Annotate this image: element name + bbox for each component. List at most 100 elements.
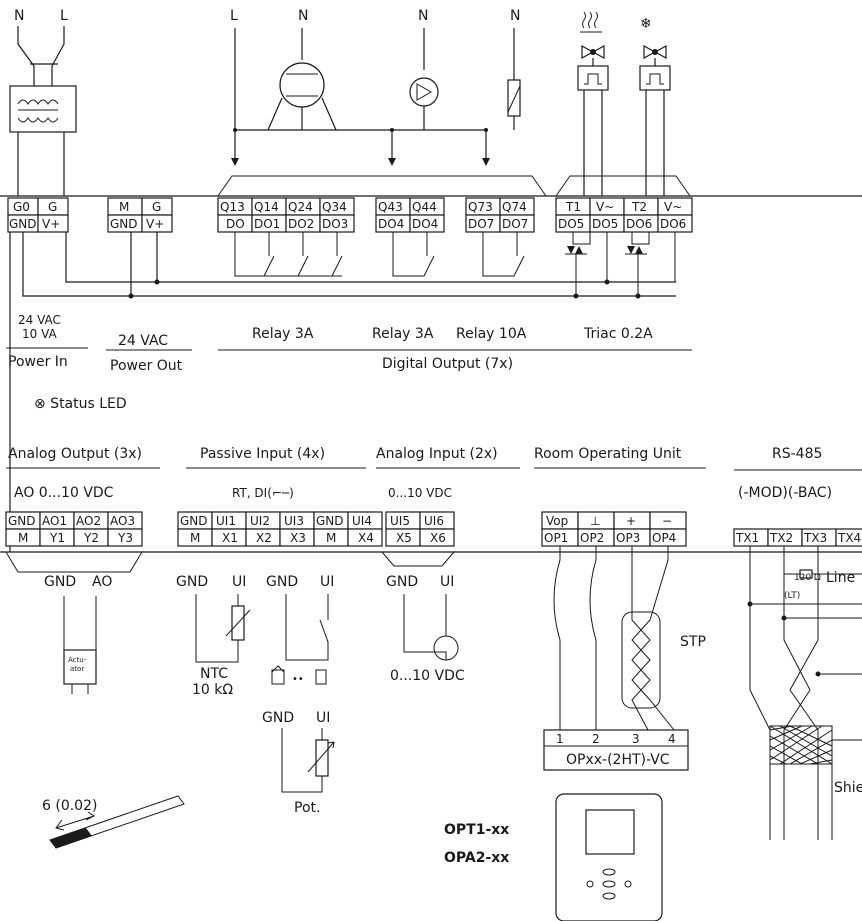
svg-text:DO6: DO6 <box>626 217 652 231</box>
svg-text:V~: V~ <box>664 200 682 214</box>
load-wiring <box>231 28 521 166</box>
power-in-spec2: 10 VA <box>22 327 58 341</box>
analog-output-title: Analog Output (3x) <box>8 446 142 462</box>
wire-strip-icon <box>49 795 185 849</box>
svg-text:Q14: Q14 <box>254 200 279 214</box>
pi-ui1: UI <box>232 574 246 590</box>
svg-text:TX3: TX3 <box>803 531 827 545</box>
supply-n: N <box>14 8 24 24</box>
svg-text:X6: X6 <box>430 531 446 545</box>
product-opt1: OPT1-xx <box>444 822 509 838</box>
svg-text:Y1: Y1 <box>49 531 65 545</box>
power-in-spec1: 24 VAC <box>18 313 61 327</box>
svg-text:4: 4 <box>668 732 676 746</box>
analog-input-spec: 0...10 VDC <box>388 486 452 500</box>
svg-text:Y2: Y2 <box>83 531 99 545</box>
status-led: ⊗ Status LED <box>34 396 127 412</box>
load-n2: N <box>418 8 428 24</box>
actuator: Actu- ator <box>63 596 97 694</box>
svg-text:V+: V+ <box>42 217 60 231</box>
svg-text:Q74: Q74 <box>502 200 527 214</box>
relay-3a-2-spec: Relay 3A <box>372 326 434 342</box>
rs485-title: RS-485 <box>772 446 822 462</box>
svg-text:V+: V+ <box>146 217 164 231</box>
svg-text:OP4: OP4 <box>652 531 676 545</box>
svg-text:UI1: UI1 <box>216 514 236 528</box>
svg-text:−: − <box>662 514 672 528</box>
svg-text:DO1: DO1 <box>254 217 280 231</box>
svg-text:AO2: AO2 <box>76 514 101 528</box>
pi-gnd1: GND <box>176 574 208 590</box>
svg-text:ator: ator <box>70 665 84 673</box>
svg-text:DO2: DO2 <box>288 217 314 231</box>
svg-text:DO7: DO7 <box>502 217 528 231</box>
svg-text:OP1: OP1 <box>544 531 568 545</box>
svg-text:T2: T2 <box>631 200 647 214</box>
ai-ui: UI <box>440 574 454 590</box>
passive-input-title: Passive Input (4x) <box>200 446 325 462</box>
relay-10a-terminals: Q73 Q74 DO7 DO7 <box>465 197 535 233</box>
pump-icon <box>409 77 439 107</box>
svg-text:UI5: UI5 <box>390 514 410 528</box>
passive-input-terminals: GND UI1 UI2 UI3 GND UI4 M X1 X2 X3 M X4 <box>177 511 383 547</box>
ao-gnd: GND <box>44 574 76 590</box>
svg-text:G: G <box>152 200 161 214</box>
supply-l: L <box>60 8 68 24</box>
svg-text:DO7: DO7 <box>468 217 494 231</box>
analog-output-spec: AO 0...10 VDC <box>14 485 114 501</box>
power-out-spec: 24 VAC <box>118 333 168 349</box>
svg-text:Vop: Vop <box>546 514 568 528</box>
ai-gnd: GND <box>386 574 418 590</box>
analog-input-title: Analog Input (2x) <box>376 446 498 462</box>
ai-sensor <box>403 594 459 661</box>
triac-spec: Triac 0.2A <box>583 326 653 342</box>
power-out-label: Power Out <box>110 358 183 374</box>
svg-text:Q34: Q34 <box>322 200 347 214</box>
svg-text:Q44: Q44 <box>412 200 437 214</box>
passive-input-spec: RT, DI(⌐─) <box>232 486 294 500</box>
room-unit-terminals: Vop ⊥ + − OP1 OP2 OP3 OP4 <box>541 511 687 547</box>
svg-text:GND: GND <box>180 514 208 528</box>
svg-text:DO6: DO6 <box>660 217 686 231</box>
power-out-terminals: M G GND V+ <box>107 197 173 233</box>
svg-text:X4: X4 <box>358 531 374 545</box>
svg-text:OP3: OP3 <box>616 531 640 545</box>
internal-wiring <box>22 232 676 299</box>
svg-text:DO5: DO5 <box>592 217 618 231</box>
analog-output-terminals: GND AO1 AO2 AO3 M Y1 Y2 Y3 <box>5 511 143 547</box>
compressor-icon <box>279 62 325 108</box>
svg-text:••: •• <box>292 674 304 685</box>
svg-text:T1: T1 <box>565 200 581 214</box>
svg-text:Y3: Y3 <box>117 531 133 545</box>
svg-text:Q73: Q73 <box>468 200 493 214</box>
product-opa2: OPA2-xx <box>444 850 509 866</box>
power-in-terminals: G0 G GND V+ <box>7 197 69 233</box>
heat-valve-icon <box>577 11 609 196</box>
ao-label: AO <box>92 574 112 590</box>
transformer <box>9 26 77 196</box>
svg-text:DO: DO <box>226 217 245 231</box>
svg-text:TX4: TX4 <box>837 531 861 545</box>
svg-text:Q24: Q24 <box>288 200 313 214</box>
ai-range: 0...10 VDC <box>390 668 465 684</box>
pot-label: Pot. <box>294 800 320 816</box>
triac-terminals: T1 V~ T2 V~ DO5 DO5 DO6 DO6 <box>555 197 693 233</box>
relay-3a-spec: Relay 3A <box>252 326 314 342</box>
potentiometer <box>281 728 335 793</box>
svg-text:TX2: TX2 <box>769 531 793 545</box>
svg-text:M: M <box>326 531 336 545</box>
analog-input-terminals: UI5 UI6 X5 X6 <box>385 511 455 547</box>
svg-text:❄: ❄ <box>640 16 652 32</box>
line-label: Line <box>826 570 855 586</box>
digital-output-label: Digital Output (7x) <box>382 356 513 372</box>
shield-label: Shie <box>834 780 862 796</box>
svg-text:DO4: DO4 <box>412 217 438 231</box>
svg-text:AO1: AO1 <box>42 514 67 528</box>
relay-3a-terminals: Q13 Q14 Q24 Q34 DO DO1 DO2 DO3 <box>217 197 355 233</box>
rs485-terminals: TX1 TX2 TX3 TX4 <box>733 528 862 547</box>
relay-10a-spec: Relay 10A <box>456 326 527 342</box>
svg-text:UI3: UI3 <box>284 514 304 528</box>
svg-text:X2: X2 <box>256 531 272 545</box>
svg-text:⊥: ⊥ <box>590 514 600 528</box>
svg-text:+: + <box>626 514 636 528</box>
